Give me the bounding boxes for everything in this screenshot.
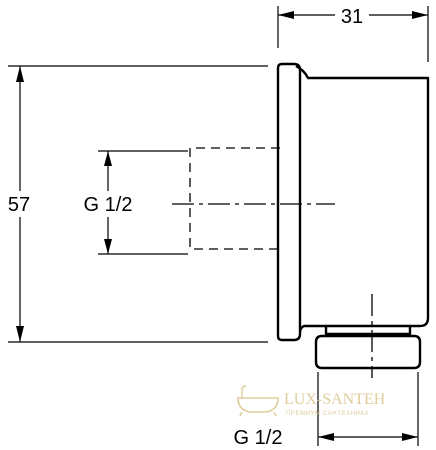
width-label: 31	[341, 6, 363, 28]
height-arrow-bottom	[16, 326, 24, 342]
width-label-bg	[335, 3, 369, 27]
height-arrow-top	[16, 66, 24, 82]
outlet-thread-dimension: G 1/2	[234, 372, 419, 449]
inlet-arrow-bottom	[104, 239, 112, 254]
watermark: LUX-SANTEH ПРЕМИУМ САНТЕХНИКА	[237, 385, 386, 417]
outlet-nut	[314, 334, 422, 370]
bathtub-logo-icon	[237, 385, 279, 417]
inlet-label-bg	[70, 191, 146, 217]
inlet-thread-dimension: G 1/2	[70, 150, 188, 255]
hidden-inlet-nipple	[189, 147, 280, 250]
watermark-tagline: ПРЕМИУМ САНТЕХНИКА	[286, 411, 369, 417]
watermark-brand: LUX-SANTEH	[284, 391, 386, 408]
outlet-thread-label: G 1/2	[234, 427, 283, 449]
inlet-nipple-outline	[189, 147, 280, 250]
wall-flange	[276, 62, 302, 342]
outlet-collar	[324, 326, 412, 336]
height-label: 57	[8, 194, 30, 216]
outlet-arrow-left	[318, 433, 334, 441]
width-arrow-left	[278, 11, 294, 19]
width-dimension: 31	[277, 3, 429, 62]
inlet-thread-label: G 1/2	[84, 194, 133, 216]
inlet-arrow-top	[104, 151, 112, 166]
height-dimension: 57	[2, 65, 268, 343]
fitting-body	[276, 62, 430, 370]
outlet-arrow-right	[402, 433, 418, 441]
body-cylinder	[295, 64, 430, 333]
width-arrow-right	[412, 11, 428, 19]
height-label-bg	[2, 191, 38, 217]
